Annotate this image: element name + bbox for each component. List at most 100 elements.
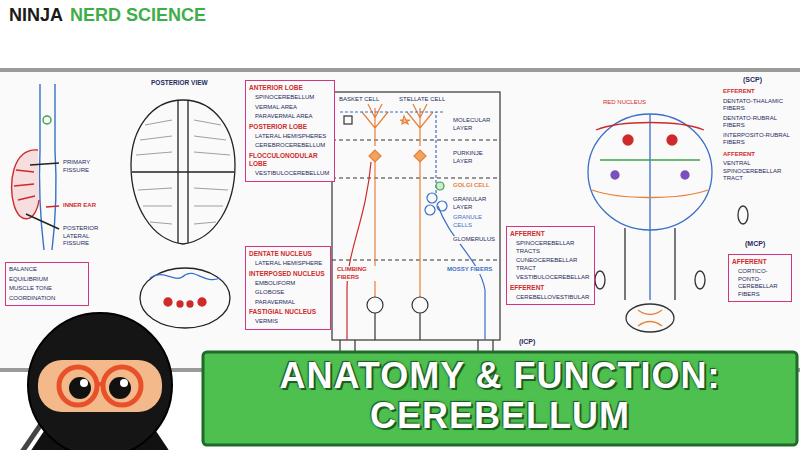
posterior-view-cerebellum <box>140 268 230 328</box>
brainstem-cross-section <box>626 304 674 332</box>
cortex-layers-diagram <box>407 104 433 146</box>
cortex-layers-diagram <box>437 201 447 211</box>
diagram-label: RED NUCLEUS <box>602 99 647 107</box>
sagittal-cerebellum <box>26 214 59 229</box>
list-item: CEREBELLOVESTIBULAR <box>510 294 591 302</box>
sagittal-cerebellum <box>40 84 45 250</box>
list-item: VESTIBULOCEREBELLAR <box>510 274 591 282</box>
cortex-layers-diagram <box>375 313 420 340</box>
list-item: PARAVERMAL AREA <box>249 113 331 121</box>
logo-text: NERD SCIENCE <box>69 4 207 27</box>
list-item: PARAVERMAL <box>249 299 327 307</box>
diagram-label: GOLGI CELL <box>452 182 498 190</box>
posterior-view-cerebellum <box>194 120 230 224</box>
cortex-layers-diagram <box>332 92 500 340</box>
cortex-layers-diagram <box>344 116 352 124</box>
cortex-layers-diagram <box>375 162 420 297</box>
diagram-label: GLOMERULUS <box>452 236 498 244</box>
diagram-label: GRANULE CELLS <box>452 214 498 229</box>
list-item: SPINOCEREBELLUM <box>249 94 331 102</box>
ninja-mascot <box>120 379 128 387</box>
brainstem-cross-section <box>596 123 704 131</box>
list-item: LATERAL HEMISPHERE <box>249 260 327 268</box>
diagram-label: MOLECULAR LAYER <box>452 117 498 132</box>
list-item: CORTICO-PONTO-CEREBELLAR FIBERS <box>732 268 788 298</box>
brainstem-cross-section <box>695 271 705 289</box>
brainstem-cross-section <box>638 310 662 326</box>
list-heading: POSTERIOR LOBE <box>249 123 331 131</box>
diagram-label: BASKET CELL <box>338 96 380 104</box>
diagram-label: STELLATE CELL <box>398 96 446 104</box>
cortex-layers-diagram <box>414 150 426 162</box>
list-item: LATERAL HEMISPHERES <box>249 133 331 141</box>
posterior-view-cerebellum <box>131 100 235 244</box>
list-heading: AFFERENT <box>732 258 788 266</box>
ninja-mascot <box>80 379 88 387</box>
diagram-label: VENTRAL SPINOCEREBELLAR TRACT <box>722 160 798 183</box>
diagram-label: DENTATO-THALAMIC FIBERS <box>722 98 798 113</box>
cortex-layers-diagram <box>436 182 444 190</box>
brainstem-cross-section <box>592 190 708 198</box>
list-box: DENTATE NUCLEUSLATERAL HEMISPHEREINTERPO… <box>245 246 331 330</box>
diagram-label: INTERPOSITO-RUBRAL FIBERS <box>722 132 798 147</box>
diagram-label: GRANULAR LAYER <box>452 196 498 211</box>
brainstem-cross-section <box>667 135 677 145</box>
list-item: VESTIBULOCEREBELLUM <box>249 170 331 178</box>
diagram-label: EFFERENT <box>722 88 798 96</box>
posterior-view-cerebellum <box>131 100 235 328</box>
list-heading: EFFERENT <box>510 284 591 292</box>
cortex-layers-diagram <box>332 92 500 356</box>
diagram-label: (ICP) <box>518 338 536 347</box>
diagram-label: PRIMARY FISSURE <box>62 159 102 174</box>
ninja-mascot <box>59 367 97 405</box>
list-heading: FLOCCULONODULAR LOBE <box>249 152 331 168</box>
sagittal-cerebellum <box>12 150 39 219</box>
posterior-view-cerebellum <box>150 273 220 279</box>
brainstem-cross-section <box>649 114 650 300</box>
ninja-mascot <box>38 360 162 412</box>
list-item: GLOBOSE <box>249 289 327 297</box>
list-heading: INTERPOSED NUCLEUS <box>249 270 327 278</box>
title-text: ANATOMY & FUNCTION: CEREBELLUM <box>205 356 795 437</box>
posterior-view-cerebellum <box>132 101 234 243</box>
ninja-mascot <box>28 313 172 450</box>
cortex-layers-diagram <box>400 116 410 124</box>
diagram-label: CLIMBING FIBERS <box>336 266 378 281</box>
brainstem-cross-section <box>611 171 619 179</box>
logo-text: NINJA <box>8 4 64 27</box>
cortex-layers-diagram <box>367 297 383 313</box>
diagram-label: POSTERIOR VIEW <box>150 79 209 87</box>
list-item: CUNEOCEREBELLAR TRACT <box>510 257 591 272</box>
list-heading: ANTERIOR LOBE <box>249 84 331 92</box>
brainstem-cross-section <box>738 206 748 224</box>
title-banner <box>203 352 797 445</box>
cortex-layers-diagram <box>369 150 381 162</box>
cortex-layers-diagram <box>347 162 371 340</box>
brainstem-cross-section <box>588 114 748 332</box>
sagittal-cerebellum <box>30 163 59 165</box>
list-item: BALANCE <box>9 266 85 274</box>
diagram-label: PURKINJE LAYER <box>452 150 498 165</box>
list-box: AFFERENTSPINOCEREBELLAR TRACTSCUNEOCEREB… <box>506 226 595 305</box>
list-item: MUSCLE TONE <box>9 285 85 293</box>
list-box: ANTERIOR LOBESPINOCEREBELLUMVERMAL AREAP… <box>245 80 335 182</box>
brainstem-cross-section <box>623 135 633 145</box>
list-item: CEREBROCEREBELLUM <box>249 142 331 150</box>
ninja-mascot <box>103 367 141 405</box>
cortex-layers-diagram <box>332 140 500 260</box>
list-item: EMBOLIFORM <box>249 280 327 288</box>
list-heading: AFFERENT <box>510 230 591 238</box>
list-box: AFFERENT CORTICO-PONTO-CEREBELLAR FIBERS <box>728 254 792 302</box>
posterior-view-cerebellum <box>177 301 183 307</box>
diagram-label: (MCP) <box>744 240 766 249</box>
brainstem-cross-section <box>625 228 675 300</box>
cortex-layers-diagram <box>425 205 435 215</box>
title-banner <box>203 352 797 445</box>
cortex-layers-diagram <box>412 297 428 313</box>
posterior-view-cerebellum <box>164 298 172 306</box>
sagittal-cerebellum <box>14 170 35 200</box>
ninja-mascot <box>97 382 103 386</box>
brainstem-cross-section <box>600 159 700 160</box>
list-item: EQUILIBRIUM <box>9 276 85 284</box>
cortex-layers-diagram <box>427 193 437 203</box>
